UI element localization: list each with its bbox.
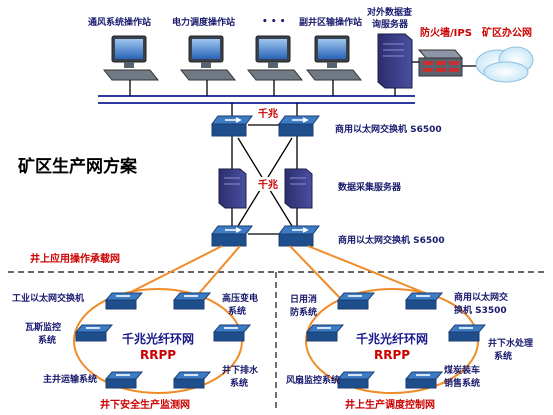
core-switch-right[interactable] <box>278 115 320 137</box>
label-gigabit-top: 千兆 <box>258 107 278 120</box>
label-office-network: 矿区办公网 <box>482 26 532 39</box>
workstation-shaft[interactable] <box>305 35 363 96</box>
core-switch-left[interactable] <box>211 115 253 137</box>
agg-switch-right[interactable] <box>278 225 320 247</box>
data-server-left[interactable] <box>218 168 247 209</box>
label-aboveground-net: 井上应用操作承载网 <box>30 252 120 265</box>
label-coal-line1: 煤炭装车 <box>444 364 480 376</box>
right-ring-switch-bottom-right[interactable] <box>404 371 444 389</box>
label-fire-line1: 日用消 <box>290 293 317 305</box>
label-switch-s6500-top: 商用以太网交换机 S6500 <box>335 123 442 135</box>
left-ring-switch-bottom-right[interactable] <box>172 371 212 389</box>
right-ring-switch-right[interactable] <box>447 324 487 342</box>
right-ring-switch-left[interactable] <box>305 324 345 342</box>
label-ventilation-station: 通风系统操作站 <box>88 16 151 28</box>
right-ring-switch-bottom-left[interactable] <box>336 371 376 389</box>
agg-switch-left[interactable] <box>211 225 253 247</box>
gigabit-mid-bg <box>256 177 278 191</box>
workstation-extra[interactable] <box>246 35 304 96</box>
workstation-power[interactable] <box>179 35 237 96</box>
office-network-cloud <box>475 46 534 83</box>
page-title: 矿区生产网方案 <box>18 156 138 177</box>
label-switch-s6500-bottom: 商用以太网交换机 S6500 <box>338 234 445 246</box>
data-server-right[interactable] <box>284 168 313 209</box>
label-transport: 主井运输系统 <box>43 373 97 385</box>
label-switch-s3500-line1: 商用以太网交 <box>454 291 508 303</box>
uplink-right-a <box>289 245 341 299</box>
label-drain-line2: 系统 <box>230 377 248 389</box>
label-power-station: 电力调度操作站 <box>172 16 235 28</box>
right-ring-caption: 井上生产调度控制网 <box>345 398 435 411</box>
left-ring-title: 千兆光纤环网 <box>122 331 194 346</box>
label-hv-line2: 系统 <box>228 305 246 317</box>
label-fan: 风扇监控系统 <box>286 374 340 386</box>
workstation-ventilation[interactable] <box>102 35 160 96</box>
label-industrial-switch: 工业以太网交换机 <box>12 292 84 304</box>
label-data-server: 数据采集服务器 <box>338 181 402 193</box>
label-gigabit-mid: 千兆 <box>258 178 278 191</box>
left-ring-switch-right[interactable] <box>212 324 252 342</box>
label-drain-line1: 井下排水 <box>222 364 259 376</box>
label-water-line1: 井下水处理 <box>488 337 533 349</box>
left-ring-subtitle: RRPP <box>140 348 176 362</box>
query-server[interactable] <box>377 33 413 96</box>
uplink-left-b <box>194 245 241 299</box>
firewall-device[interactable] <box>417 49 464 77</box>
left-ring-switch-top-left[interactable] <box>104 292 144 310</box>
label-water-line2: 系统 <box>494 350 512 362</box>
right-ring-subtitle: RRPP <box>374 348 410 362</box>
left-ring-switch-top-right[interactable] <box>172 292 212 310</box>
label-firewall: 防火墙/IPS <box>420 26 472 39</box>
label-gas-line1: 瓦斯监控 <box>25 321 61 333</box>
right-ring-switch-top-left[interactable] <box>336 292 376 310</box>
label-fire-line2: 防系统 <box>290 306 317 318</box>
label-shaft-station: 副井区输操作站 <box>299 16 362 28</box>
label-gas-line2: 系统 <box>38 334 56 346</box>
left-ring-caption: 井下安全生产监测网 <box>100 398 190 411</box>
label-hv-line1: 高压变电 <box>222 292 258 304</box>
gigabit-top-bg <box>256 106 278 120</box>
uplink-right-b <box>307 245 431 296</box>
label-coal-line2: 销售系统 <box>444 377 480 389</box>
left-ring-switch-left[interactable] <box>74 324 114 342</box>
label-query-server-line1: 对外数据查 <box>367 6 413 18</box>
left-ring-switch-bottom-left[interactable] <box>104 371 144 389</box>
right-ring-switch-top-right[interactable] <box>404 292 444 310</box>
right-ring-title: 千兆光纤环网 <box>356 331 428 346</box>
label-switch-s3500-line2: 换机 S3500 <box>454 304 507 316</box>
uplink-left-a <box>124 245 223 296</box>
label-ellipsis: • • • <box>262 17 286 27</box>
label-query-server-line2: 询服务器 <box>372 18 409 30</box>
